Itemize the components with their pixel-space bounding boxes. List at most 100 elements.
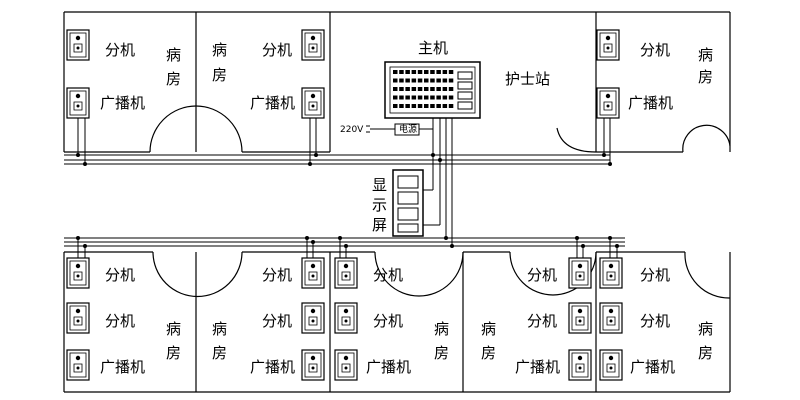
extension-label: 分机 xyxy=(105,266,135,284)
extension-phone-icon xyxy=(596,29,620,61)
extension-label: 分机 xyxy=(640,266,670,284)
host-key xyxy=(436,104,441,108)
host-key xyxy=(430,87,435,91)
broadcast-speaker-icon xyxy=(599,349,623,381)
host-key xyxy=(442,70,448,74)
extension-phone-icon xyxy=(599,302,623,334)
extension-phone-icon xyxy=(599,257,623,289)
extension-phone-icon xyxy=(66,257,90,289)
host-display-window xyxy=(457,91,473,100)
host-key xyxy=(430,78,435,83)
power-label: 电源 xyxy=(399,123,417,135)
ward-label-1: 病 xyxy=(166,320,181,338)
power-plug-icon xyxy=(366,123,433,136)
host-key xyxy=(411,104,417,108)
top-rooms-outline xyxy=(63,11,731,153)
host-key xyxy=(399,87,404,91)
host-key xyxy=(448,70,454,74)
ward-label-2: 房 xyxy=(698,68,713,86)
host-key xyxy=(411,87,417,91)
extension-phone-icon xyxy=(301,29,325,61)
host-key xyxy=(442,95,448,100)
host-key xyxy=(448,78,454,83)
voltage-label: 220V xyxy=(340,125,364,135)
host-key xyxy=(417,95,423,100)
host-key xyxy=(436,78,441,83)
host-key xyxy=(448,87,454,91)
ward-label-2: 房 xyxy=(212,66,227,84)
bus-lines xyxy=(64,118,625,262)
host-key xyxy=(393,95,398,100)
broadcast-speaker-icon xyxy=(301,349,325,381)
host-key xyxy=(442,78,448,83)
ward-label-1: 病 xyxy=(166,46,181,64)
host-key xyxy=(424,87,429,91)
junction-dots xyxy=(76,153,619,248)
broadcast-speaker-icon xyxy=(66,349,90,381)
host-unit-icon xyxy=(384,61,481,119)
extension-phone-icon xyxy=(568,257,592,289)
speaker-label: 广播机 xyxy=(366,358,411,376)
extension-label: 分机 xyxy=(640,312,670,330)
extension-label: 分机 xyxy=(373,312,403,330)
host-key xyxy=(448,104,454,108)
host-key xyxy=(436,95,441,100)
speaker-label: 广播机 xyxy=(628,94,673,112)
host-key xyxy=(393,70,398,74)
broadcast-speaker-icon xyxy=(568,349,592,381)
speaker-label: 广播机 xyxy=(630,358,675,376)
host-key xyxy=(405,78,410,83)
extension-label: 分机 xyxy=(105,41,135,59)
host-key xyxy=(393,104,398,108)
host-key xyxy=(436,87,441,91)
display-screen-icon xyxy=(392,169,424,237)
host-key xyxy=(417,104,423,108)
ward-label-1: 病 xyxy=(698,46,713,64)
ward-label-1: 病 xyxy=(212,41,227,59)
extension-label: 分机 xyxy=(527,312,557,330)
broadcast-speaker-icon xyxy=(596,87,620,119)
extension-label: 分机 xyxy=(527,266,557,284)
display-label-3: 屏 xyxy=(372,216,387,234)
speaker-label: 广播机 xyxy=(100,94,145,112)
host-key xyxy=(436,70,441,74)
nurse-station-label: 护士站 xyxy=(505,70,550,88)
extension-label: 分机 xyxy=(373,266,403,284)
host-key xyxy=(405,87,410,91)
display-label-2: 示 xyxy=(372,196,387,214)
ward-label-2: 房 xyxy=(212,344,227,362)
extension-phone-icon xyxy=(66,302,90,334)
broadcast-speaker-icon xyxy=(301,87,325,119)
speaker-label: 广播机 xyxy=(100,358,145,376)
host-label: 主机 xyxy=(418,39,448,57)
ward-label-2: 房 xyxy=(166,70,181,88)
host-display-window xyxy=(457,101,473,110)
broadcast-speaker-icon xyxy=(66,87,90,119)
host-key xyxy=(411,70,417,74)
host-key xyxy=(430,104,435,108)
extension-label: 分机 xyxy=(262,312,292,330)
host-display-window xyxy=(457,81,473,90)
host-key xyxy=(424,104,429,108)
ward-label-2: 房 xyxy=(481,344,496,362)
extension-phone-icon xyxy=(301,302,325,334)
host-display-window xyxy=(457,71,473,80)
extension-label: 分机 xyxy=(262,41,292,59)
host-key xyxy=(424,95,429,100)
bottom-rooms-outline xyxy=(63,251,731,393)
ward-label-2: 房 xyxy=(698,344,713,362)
display-label-1: 显 xyxy=(372,176,387,194)
host-key xyxy=(399,78,404,83)
host-key xyxy=(448,95,454,100)
host-key xyxy=(411,95,417,100)
ward-label-2: 房 xyxy=(166,344,181,362)
extension-phone-icon xyxy=(66,29,90,61)
extension-phone-icon xyxy=(334,302,358,334)
host-key xyxy=(399,70,404,74)
host-key xyxy=(424,78,429,83)
host-key xyxy=(417,87,423,91)
extension-phone-icon xyxy=(568,302,592,334)
